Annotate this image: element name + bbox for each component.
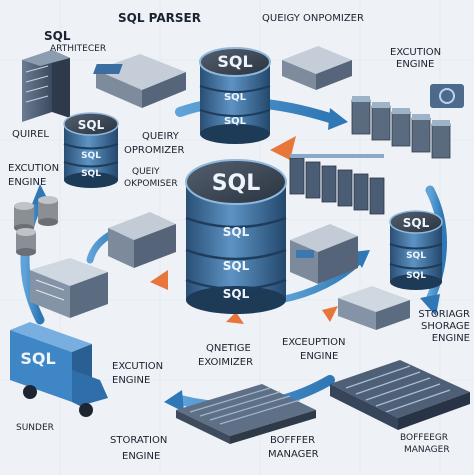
buffer-board-bottom-center [176,384,316,444]
label-sql-architect-title: SQL [44,29,71,43]
label-qnetige-1: QNETIGE [206,343,251,354]
cyl-left-label-0: SQL [78,118,105,132]
cyl-top-label-2: SQL [224,116,247,127]
device-box-top-left [93,54,186,108]
cyl-center-label-0: SQL [212,171,261,196]
cyl-center-label-1: SQL [223,225,250,239]
label-boffer-manager-1: BOFFFER [270,435,316,446]
label-query-optimizer-small-1: QUEIY [132,167,160,177]
label-execution-engine-left-1: EXCUTION [8,163,60,174]
cyl-center-label-3: SQL [223,287,250,301]
label-boffer-manager-2: MANAGER [268,449,319,460]
label-buffer-manager-right-2: MANAGER [404,445,450,455]
label-quirel: QUIREL [12,129,49,140]
label-execution-engine-bottom-2: ENGINE [112,375,151,386]
label-query-optimizer-small-2: OKPOMISER [124,179,178,189]
device-box-mid-left [108,212,176,268]
cyl-left-label-1: SQL [81,151,101,161]
server-blades-right [351,84,464,159]
label-storage-engine-right-3: ENGINE [431,333,470,344]
label-buffer-manager-right-1: BOFFEEGR [400,433,449,443]
cyl-right-label-0: SQL [403,216,430,230]
device-box-mid-right [290,224,358,284]
cyl-left-label-2: SQL [81,169,101,179]
cylinder-center [185,159,287,314]
truck-label: SQL [20,349,55,368]
label-query-optimizer-left-1: QUEIRY [142,131,179,142]
label-bottom-left-caption: SUNDER [16,423,54,433]
label-sql-parser: SQL PARSER [118,11,201,25]
label-storation-engine-1: STORATION [110,435,168,446]
arrow-left-up [20,195,45,325]
device-panel-right-lower [338,286,410,330]
label-sql-architect-sub: ARTHITECER [50,44,107,54]
server-blades-mid-right [289,154,385,215]
cyl-top-label-1: SQL [224,92,247,103]
label-execution-engine-mid-2: ENGINE [300,351,339,362]
label-execution-engine-top-1: EXCUTION [390,47,442,58]
cylinder-top [199,47,271,144]
cylinder-right [389,210,443,290]
cyl-right-label-2: SQL [406,271,426,281]
cyl-center-label-2: SQL [223,259,250,273]
label-execution-engine-bottom-1: EXCUTION [112,361,164,372]
mini-cylinders-left [14,196,58,256]
label-qnetige-2: EXOIMIZER [198,357,254,368]
device-panel-left-lower [30,258,108,318]
cyl-top-label-0: SQL [217,52,252,71]
label-execution-engine-top-2: ENGINE [396,59,435,70]
label-execution-engine-left-2: ENGINE [8,177,47,188]
buffer-board-bottom-right [330,360,470,430]
device-box-top-right [282,46,352,90]
server-rack-left [22,50,70,122]
label-storation-engine-2: ENGINE [122,451,161,462]
cyl-right-label-1: SQL [406,251,426,261]
label-storage-engine-right-2: SHORAGE [420,321,470,332]
label-storage-engine-right-1: STORIAGR [418,309,470,320]
truck [10,322,108,417]
label-query-optimizer-left-2: OPROMIZER [124,145,185,156]
label-query-optimizer-top: QUEIGY ONPOMIZER [262,13,364,24]
cylinder-left [63,112,119,188]
label-execution-engine-mid-1: EXCEUPTION [282,337,346,348]
